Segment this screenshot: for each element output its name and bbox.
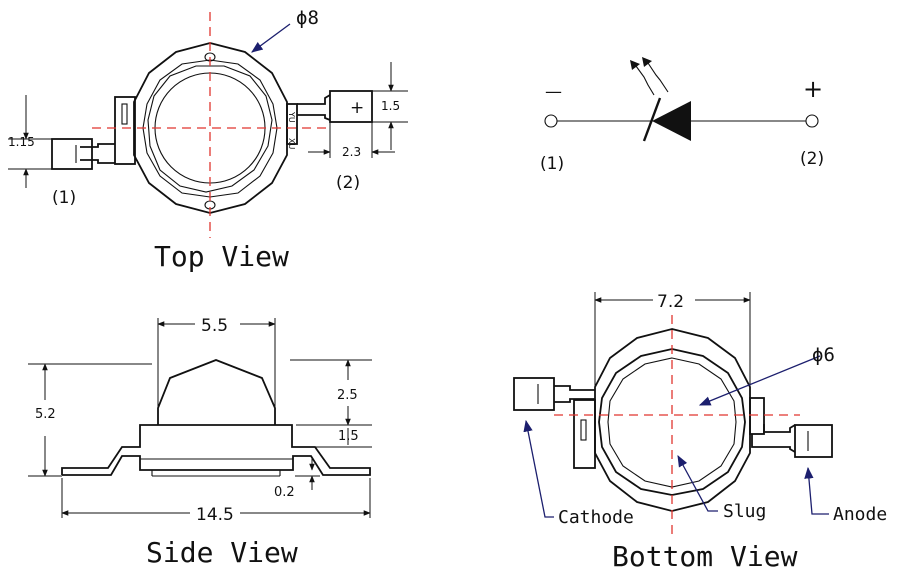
symbol-pin-right: (2) <box>800 149 824 169</box>
symbol-minus: — <box>545 82 562 102</box>
top-view-left-lead <box>80 143 115 148</box>
bottom-view-cathode-frame <box>573 399 596 469</box>
top-view-dim-left: 1.15 <box>8 135 35 149</box>
symbol-emission-arrow-2 <box>647 62 669 93</box>
side-view-caption: Side View <box>146 536 298 569</box>
top-view-right-lead <box>297 94 331 105</box>
side-view-dim-total-height: 5.2 <box>35 407 56 422</box>
top-view-dim-tab: 2.3 <box>342 145 361 159</box>
bottom-view-label-cathode: Cathode <box>558 507 634 528</box>
top-view-caption: Top View <box>154 240 289 273</box>
bottom-view-anode-leader <box>804 466 829 515</box>
bottom-view-anode-pad <box>794 424 833 458</box>
side-view-dim-length: 14.5 <box>196 505 234 525</box>
symbol-terminal-left <box>544 114 558 128</box>
top-view: YU XU + ϕ8 1.15 1.5 2.3 (1) (2) Top View <box>8 7 408 273</box>
top-view-marking-top: YU <box>287 111 296 123</box>
top-view-left-slot <box>121 103 128 125</box>
bottom-view-label-slug: Slug <box>723 501 766 522</box>
top-view-pin-right: (2) <box>336 173 360 193</box>
bottom-view-label-anode: Anode <box>833 504 887 525</box>
bottom-view-slug-leader <box>677 454 718 512</box>
bottom-view-cathode-pad <box>513 377 555 411</box>
top-view-diameter-leader <box>251 23 291 53</box>
side-view-outline <box>61 424 371 476</box>
top-view-pin-left: (1) <box>52 188 76 208</box>
top-view-right-pad <box>329 90 373 123</box>
bottom-view: 7.2 ϕ6 Cathode Slug Anode Bottom View <box>513 292 887 573</box>
symbol-pin-left: (1) <box>540 154 564 174</box>
side-view-dim-offset: 0.2 <box>274 485 295 500</box>
symbol-terminal-right <box>805 114 819 128</box>
bottom-view-diameter-leader <box>698 355 821 406</box>
bottom-view-diameter: ϕ6 <box>812 344 835 366</box>
side-view-dim-lens: 5.5 <box>201 316 228 336</box>
top-view-lens-ring-inner <box>147 65 273 193</box>
side-view-dim-lens-height: 2.5 <box>337 388 358 403</box>
symbol-plus: + <box>803 75 823 103</box>
side-view-dim-body-height: 1.5 <box>338 429 359 444</box>
top-view-diameter: ϕ8 <box>296 7 319 29</box>
top-view-dim-right: 1.5 <box>381 99 400 113</box>
side-view: 5.5 5.2 2.5 1.5 0.2 14.5 Side View <box>28 316 372 569</box>
bottom-view-anode-lead <box>763 424 796 433</box>
bottom-view-caption: Bottom View <box>612 540 798 573</box>
bottom-view-dim-width: 7.2 <box>657 292 684 312</box>
symbol-diode-bar <box>642 97 662 142</box>
side-view-lens <box>157 359 276 425</box>
bottom-view-cathode-leader <box>523 419 554 518</box>
symbol-emission-arrow-1 <box>635 65 655 96</box>
top-view-marking-bottom: XU <box>287 138 296 149</box>
led-symbol: — + (1) (2) <box>540 57 824 174</box>
top-view-plus-sign: + <box>350 98 364 118</box>
symbol-diode-triangle <box>652 101 691 141</box>
top-view-left-lead-frame <box>114 96 136 165</box>
top-view-right-lead-frame <box>286 103 298 145</box>
top-view-left-pad <box>51 138 93 170</box>
